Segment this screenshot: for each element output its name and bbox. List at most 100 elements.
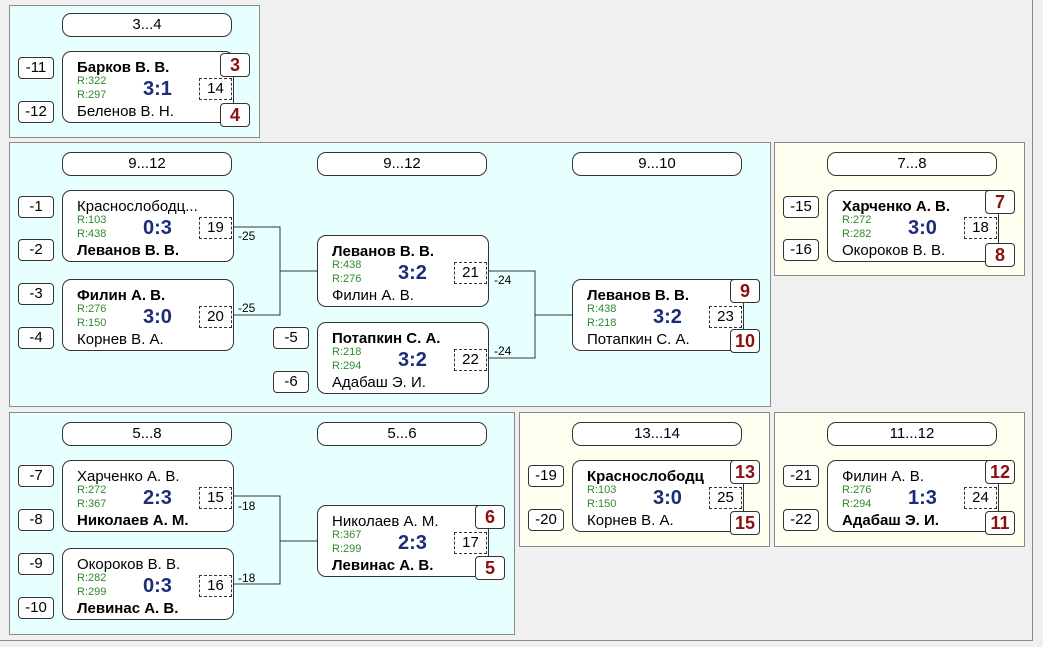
round-header: 9...12 xyxy=(62,152,232,176)
player-name: Николаев А. М. xyxy=(332,513,439,530)
seed-slot: -4 xyxy=(18,327,54,349)
match-number: 23 xyxy=(709,306,742,328)
player-name: Окороков В. В. xyxy=(77,556,181,573)
player-name: Адабаш Э. И. xyxy=(842,512,939,529)
player-name: Николаев А. М. xyxy=(77,512,189,529)
place-badge: 3 xyxy=(220,53,250,77)
player-name: Леванов В. В. xyxy=(587,287,690,304)
frame-edge xyxy=(0,640,1033,641)
round-header: 5...6 xyxy=(317,422,487,446)
seed-slot: -5 xyxy=(273,327,309,349)
rating: R:282 xyxy=(77,572,107,584)
seed-slot: -15 xyxy=(783,196,819,218)
match-number: 20 xyxy=(199,306,232,328)
player-name: Потапкин С. А. xyxy=(587,331,690,348)
player-name: Филин А. В. xyxy=(332,287,414,304)
player-name: Потапкин С. А. xyxy=(332,330,441,347)
seed-slot: -1 xyxy=(18,196,54,218)
match-score: 3:2 xyxy=(398,349,427,371)
match-17[interactable]: Николаев А. М. R:367 R:299 2:3 17 Левина… xyxy=(317,505,489,577)
seed-slot: -10 xyxy=(18,597,54,619)
match-25[interactable]: Краснослободц R:103 R:150 3:0 25 Корнев … xyxy=(572,460,744,532)
match-22[interactable]: Потапкин С. А. R:218 R:294 3:2 22 Адабаш… xyxy=(317,322,489,394)
seed-slot: -20 xyxy=(528,509,564,531)
player-name: Краснослободц... xyxy=(77,198,198,215)
match-score: 3:2 xyxy=(398,262,427,284)
frame-edge xyxy=(1032,0,1033,640)
rating: R:438 xyxy=(77,228,107,240)
place-badge: 7 xyxy=(985,190,1015,214)
player-name: Корнев В. А. xyxy=(587,512,674,529)
rating: R:294 xyxy=(842,498,872,510)
rating: R:299 xyxy=(332,543,362,555)
seed-slot: -2 xyxy=(18,239,54,261)
match-number: 16 xyxy=(199,575,232,597)
match-20[interactable]: Филин А. В. R:276 R:150 3:0 20 Корнев В.… xyxy=(62,279,234,351)
match-number: 14 xyxy=(199,78,232,100)
seed-slot: -22 xyxy=(783,509,819,531)
match-15[interactable]: Харченко А. В. R:272 R:367 2:3 15 Никола… xyxy=(62,460,234,532)
match-19[interactable]: Краснослободц... R:103 R:438 0:3 19 Лева… xyxy=(62,190,234,262)
seed-slot: -19 xyxy=(528,465,564,487)
seed-slot: -12 xyxy=(18,101,54,123)
player-name: Харченко А. В. xyxy=(842,198,951,215)
match-score: 0:3 xyxy=(143,217,172,239)
match-score: 3:0 xyxy=(653,487,682,509)
match-score: 2:3 xyxy=(143,487,172,509)
loser-destination: -25 xyxy=(238,229,256,243)
rating: R:276 xyxy=(842,484,872,496)
loser-destination: -25 xyxy=(238,301,256,315)
rating: R:103 xyxy=(77,214,107,226)
rating: R:150 xyxy=(587,498,617,510)
place-badge: 8 xyxy=(985,243,1015,267)
match-number: 21 xyxy=(454,262,487,284)
winner-name: Барков В. В. xyxy=(77,59,170,76)
rating: R:218 xyxy=(587,317,617,329)
rating: R:276 xyxy=(77,303,107,315)
rating: R:276 xyxy=(332,273,362,285)
match-score: 3:2 xyxy=(653,306,682,328)
match-number: 15 xyxy=(199,487,232,509)
place-badge: 11 xyxy=(985,511,1015,535)
place-badge: 10 xyxy=(730,329,760,353)
match-18[interactable]: Харченко А. В. R:272 R:282 3:0 18 Окорок… xyxy=(827,190,999,262)
rating: R:282 xyxy=(842,228,872,240)
seed-slot: -21 xyxy=(783,465,819,487)
round-header: 3...4 xyxy=(62,13,232,37)
rating: R:272 xyxy=(77,484,107,496)
match-score: 1:3 xyxy=(908,487,937,509)
rating: R:297 xyxy=(77,89,107,101)
place-badge: 5 xyxy=(475,556,505,580)
rating: R:438 xyxy=(332,259,362,271)
seed-slot: -8 xyxy=(18,509,54,531)
place-badge: 12 xyxy=(985,460,1015,484)
round-header: 9...10 xyxy=(572,152,742,176)
seed-slot: -11 xyxy=(18,57,54,79)
place-badge: 9 xyxy=(730,279,760,303)
loser-destination: -24 xyxy=(494,344,512,358)
loser-name: Беленов В. Н. xyxy=(77,103,174,120)
player-name: Леванов В. В. xyxy=(77,242,180,259)
player-name: Харченко А. В. xyxy=(77,468,180,485)
place-badge: 15 xyxy=(730,511,760,535)
player-name: Филин А. В. xyxy=(77,287,166,304)
match-14[interactable]: Барков В. В. R:322 R:297 3:1 14 Беленов … xyxy=(62,51,234,123)
player-name: Адабаш Э. И. xyxy=(332,374,426,391)
match-21[interactable]: Леванов В. В. R:438 R:276 3:2 21 Филин А… xyxy=(317,235,489,307)
match-score: 2:3 xyxy=(398,532,427,554)
match-16[interactable]: Окороков В. В. R:282 R:299 0:3 16 Левина… xyxy=(62,548,234,620)
player-name: Леванов В. В. xyxy=(332,243,435,260)
match-score: 0:3 xyxy=(143,575,172,597)
rating: R:272 xyxy=(842,214,872,226)
place-badge: 4 xyxy=(220,103,250,127)
rating: R:322 xyxy=(77,75,107,87)
player-name: Левинас А. В. xyxy=(77,600,179,617)
match-24[interactable]: Филин А. В. R:276 R:294 1:3 24 Адабаш Э.… xyxy=(827,460,999,532)
player-name: Левинас А. В. xyxy=(332,557,434,574)
match-number: 22 xyxy=(454,349,487,371)
match-number: 24 xyxy=(964,487,997,509)
match-number: 17 xyxy=(454,532,487,554)
match-23[interactable]: Леванов В. В. R:438 R:218 3:2 23 Потапки… xyxy=(572,279,744,351)
rating: R:438 xyxy=(587,303,617,315)
seed-slot: -16 xyxy=(783,239,819,261)
